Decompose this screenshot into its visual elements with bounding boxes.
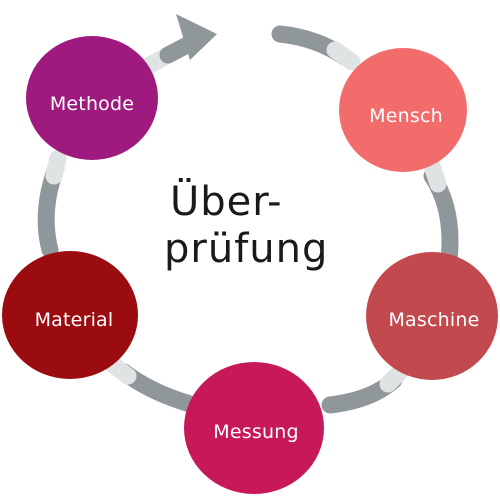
connector-band <box>423 157 447 193</box>
node-circle <box>2 251 138 379</box>
node-label: Material <box>35 309 114 331</box>
node-methode: Methode <box>26 36 158 160</box>
node-material: Material <box>2 251 138 379</box>
connector-band <box>103 355 137 385</box>
node-label: Methode <box>50 93 134 115</box>
node-circle <box>184 362 324 494</box>
connector-band <box>326 41 361 71</box>
node-circle <box>26 36 158 160</box>
center-title: Über- prüfung <box>164 177 328 272</box>
node-maschine: Maschine <box>366 252 498 380</box>
node-label: Mensch <box>369 105 443 127</box>
connector-methode-to-start <box>139 14 217 75</box>
node-label: Maschine <box>388 309 479 331</box>
center-title-line-2: prüfung <box>164 226 328 272</box>
node-messung: Messung <box>184 362 324 494</box>
arrow-head-icon <box>176 14 217 60</box>
center-title-line-1: Über- <box>170 177 283 225</box>
connector-band <box>379 363 409 393</box>
node-mensch: Mensch <box>339 48 467 172</box>
connector-band <box>45 149 67 185</box>
node-circle <box>366 252 498 380</box>
node-circle <box>339 48 467 172</box>
node-label: Messung <box>213 421 298 443</box>
